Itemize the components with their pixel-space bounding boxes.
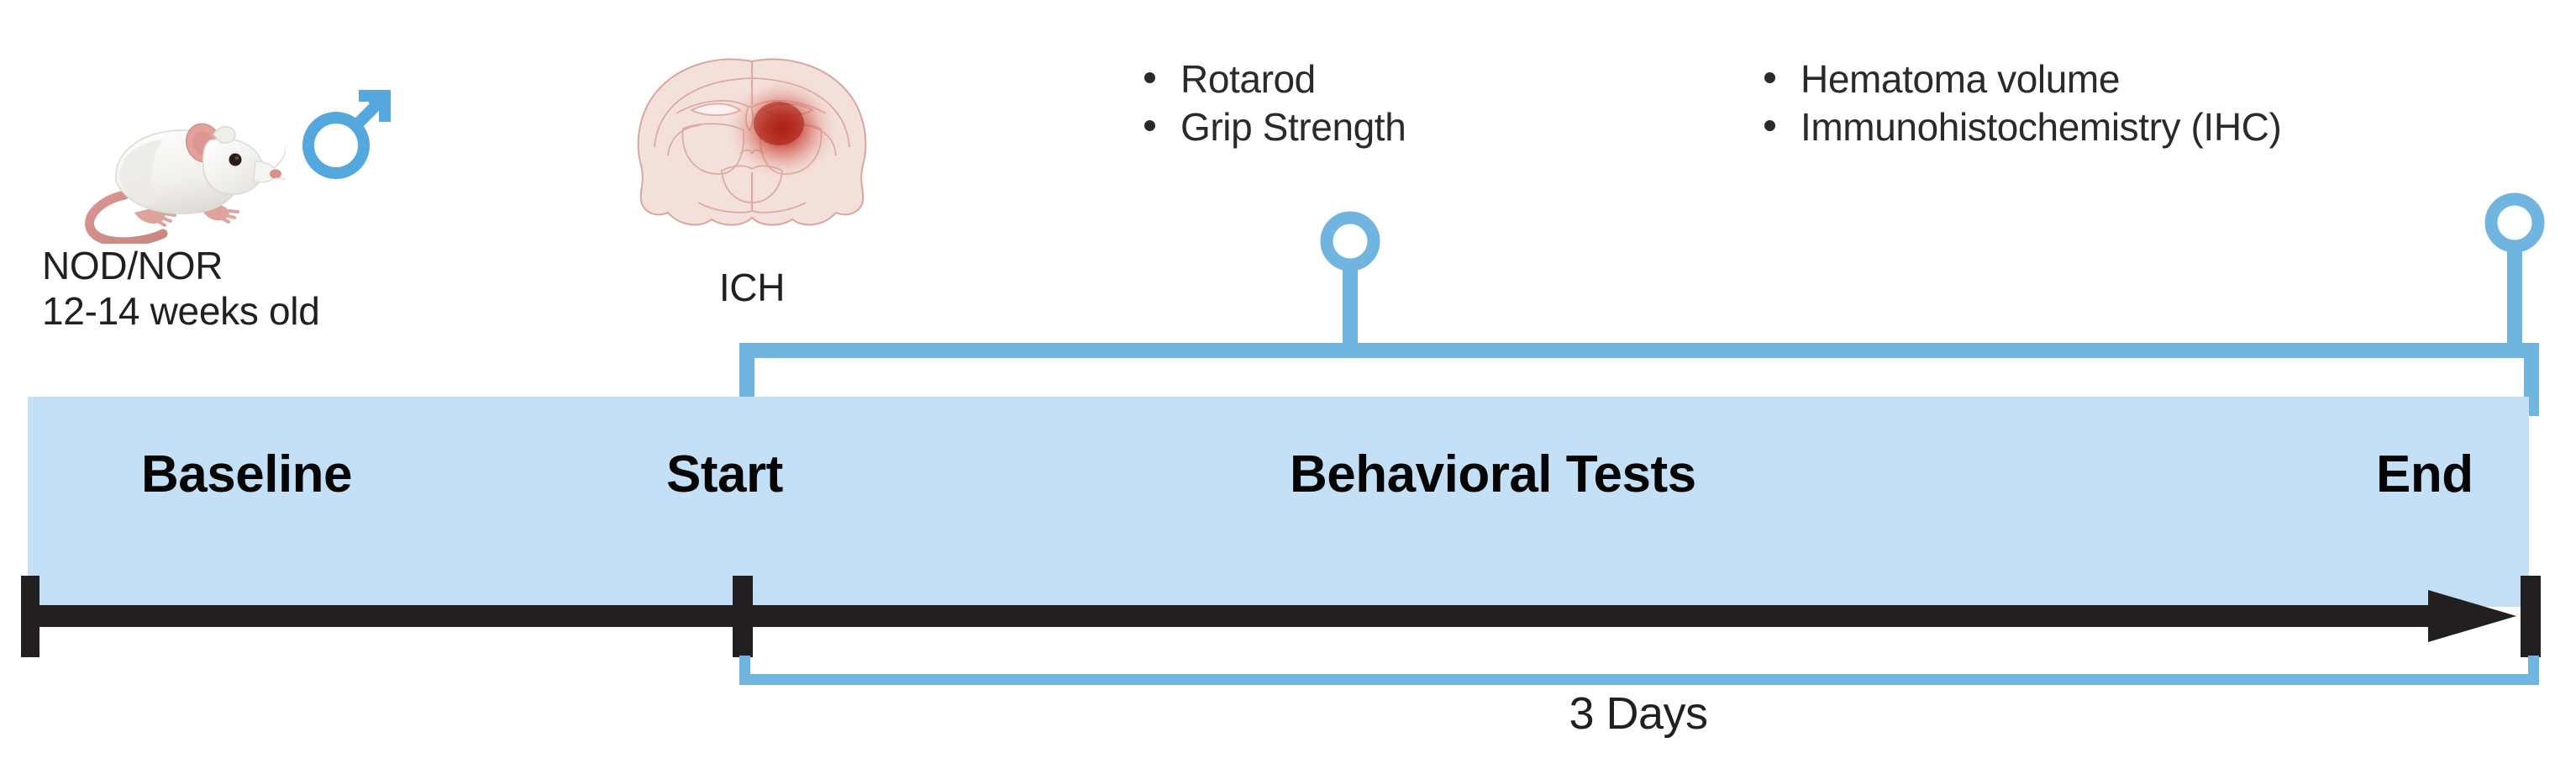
behavior-test-label: Rotarod	[1180, 57, 1316, 101]
behavior-test-label: Grip Strength	[1180, 104, 1406, 149]
list-item: Immunohistochemistry (IHC)	[1764, 103, 2282, 151]
outcome-measures-list: Hematoma volume Immunohistochemistry (IH…	[1764, 55, 2282, 151]
outcome-measure-label: Hematoma volume	[1801, 57, 2121, 101]
male-symbol-icon	[298, 80, 399, 185]
phase-label-baseline: Baseline	[141, 445, 353, 503]
outcome-measure-label: Immunohistochemistry (IHC)	[1801, 104, 2282, 149]
bullet-icon	[1144, 119, 1155, 131]
strain-name: NOD/NOR	[42, 244, 223, 287]
behavior-tests-list: Rotarod Grip Strength	[1144, 55, 1406, 150]
bullet-icon	[1764, 119, 1775, 131]
list-item: Hematoma volume	[1764, 55, 2281, 103]
phase-label-end: End	[2376, 445, 2473, 503]
timeline-phase-band: Baseline Start Behavioral Tests End	[28, 397, 2529, 607]
ich-label: ICH	[718, 266, 786, 309]
behavioral-window-bracket	[731, 332, 2546, 416]
timeline-axis	[0, 529, 2576, 672]
behavioral-timepoint-marker[interactable]	[1319, 210, 1381, 361]
phase-label-behavioral-tests: Behavioral Tests	[1290, 445, 1696, 503]
bullet-icon	[1764, 72, 1775, 83]
list-item: Grip Strength	[1144, 103, 1406, 151]
strain-caption: NOD/NOR 12-14 weeks old	[42, 244, 479, 334]
list-item: Rotarod	[1144, 55, 1406, 103]
duration-bracket	[731, 656, 2546, 698]
bullet-icon	[1144, 72, 1155, 83]
phase-label-start: Start	[666, 445, 783, 503]
endpoint-timepoint-marker[interactable]	[2484, 192, 2546, 343]
mouse-icon	[76, 101, 293, 247]
duration-label: 3 Days	[1569, 688, 1708, 739]
coronal-brain-hemorrhage-icon	[618, 46, 886, 273]
subject-age: 12-14 weeks old	[42, 288, 320, 333]
